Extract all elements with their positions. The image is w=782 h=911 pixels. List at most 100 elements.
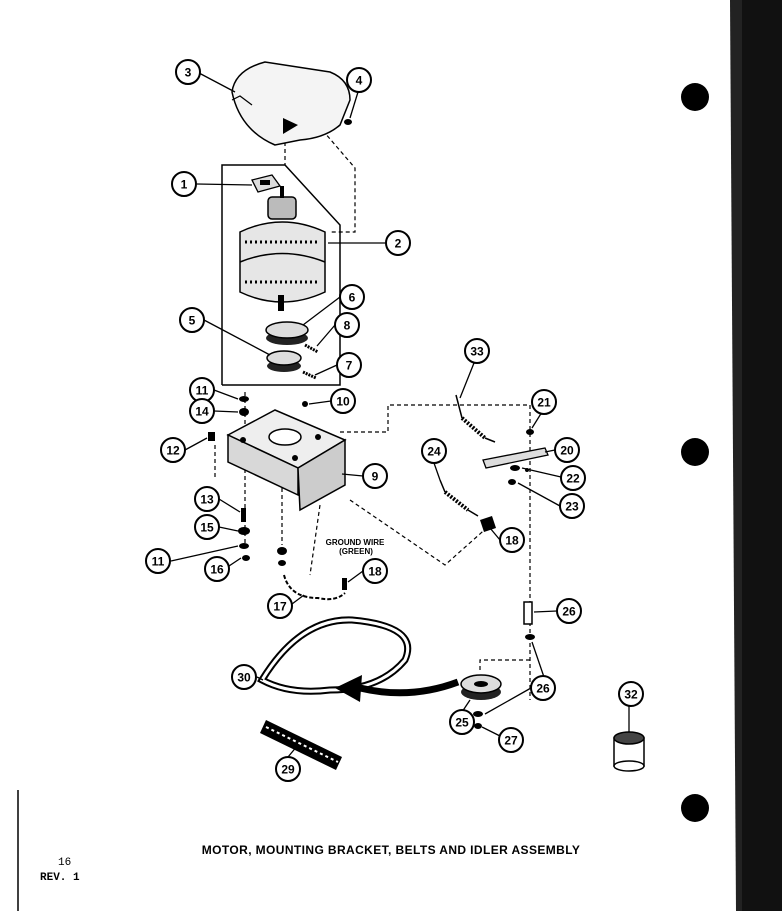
- motor-group-outline: [221, 164, 341, 386]
- motor-cover-part: [231, 61, 351, 146]
- callout-22: 22: [560, 465, 586, 491]
- callout-1: 1: [171, 171, 197, 197]
- pulley-key-part: [304, 343, 319, 354]
- dashed-leaders: [214, 124, 531, 700]
- revision-label: REV. 1: [40, 872, 80, 884]
- ground-wire-part: [283, 574, 346, 601]
- callout-17: 17: [267, 593, 293, 619]
- callout-7: 7: [336, 352, 362, 378]
- callout-6: 6: [339, 284, 365, 310]
- callout-26-lower: 26: [530, 675, 556, 701]
- svg-text:26: 26: [562, 605, 576, 619]
- callout-15: 15: [194, 514, 220, 540]
- svg-text:18: 18: [368, 565, 382, 579]
- svg-text:23: 23: [565, 500, 579, 514]
- idler-washer-part: [525, 634, 535, 640]
- svg-text:15: 15: [200, 521, 214, 535]
- drive-belt-part: [257, 616, 412, 695]
- svg-text:30: 30: [237, 671, 251, 685]
- callout-16: 16: [204, 556, 230, 582]
- callout-20: 20: [554, 437, 580, 463]
- svg-text:25: 25: [455, 716, 469, 730]
- ground-screw-part: [342, 578, 347, 590]
- callout-13: 13: [194, 486, 220, 512]
- idler-pulley-part: [460, 674, 502, 700]
- ground-wire-label: GROUND WIRE: [326, 538, 385, 547]
- callout-30: 30: [231, 664, 257, 690]
- callout-10: 10: [330, 388, 356, 414]
- callout-14: 14: [189, 398, 215, 424]
- svg-text:13: 13: [200, 493, 214, 507]
- callout-4: 4: [346, 67, 372, 93]
- svg-text:29: 29: [281, 763, 295, 777]
- svg-text:17: 17: [273, 600, 287, 614]
- mounting-bracket-part: [226, 409, 347, 512]
- callout-25: 25: [449, 709, 475, 735]
- svg-text:10: 10: [336, 395, 350, 409]
- motor-pulley-large-part: [265, 321, 309, 345]
- svg-text:7: 7: [346, 359, 353, 373]
- set-screw-part: [302, 370, 317, 380]
- svg-text:9: 9: [372, 470, 379, 484]
- svg-text:14: 14: [195, 405, 209, 419]
- callout-9: 9: [362, 463, 388, 489]
- callout-5: 5: [179, 307, 205, 333]
- idler-shaft-part: [523, 601, 533, 625]
- punch-hole-middle: [681, 438, 709, 466]
- toothed-belt-part: [260, 720, 342, 770]
- callout-33: 33: [464, 338, 490, 364]
- idler-arm-part: [482, 429, 549, 485]
- callout-leaders: [170, 72, 630, 758]
- idler-lower-washer-part: [473, 711, 483, 717]
- svg-text:16: 16: [210, 563, 224, 577]
- callout-24: 24: [421, 438, 447, 464]
- callout-2: 2: [385, 230, 411, 256]
- svg-text:22: 22: [566, 472, 580, 486]
- svg-text:3: 3: [185, 66, 192, 80]
- idler-retainer-part: [474, 723, 482, 729]
- punch-hole-bottom: [681, 794, 709, 822]
- punch-hole-top: [681, 83, 709, 111]
- ground-wire-color-label: (GREEN): [339, 547, 373, 556]
- capacitor-part: [613, 712, 645, 772]
- callout-11-lower: 11: [145, 548, 171, 574]
- svg-text:11: 11: [196, 384, 209, 398]
- svg-text:1: 1: [181, 178, 188, 192]
- svg-text:27: 27: [504, 734, 518, 748]
- hardware-parts: [208, 396, 308, 566]
- svg-text:11: 11: [152, 555, 165, 569]
- svg-text:18: 18: [505, 534, 519, 548]
- svg-text:21: 21: [537, 396, 551, 410]
- callout-3: 3: [175, 59, 201, 85]
- motor-part: [239, 186, 326, 311]
- svg-text:12: 12: [166, 444, 180, 458]
- callout-32: 32: [618, 681, 644, 707]
- svg-text:24: 24: [427, 445, 441, 459]
- callout-29: 29: [275, 756, 301, 782]
- callout-21: 21: [531, 389, 557, 415]
- connector-block-part: [251, 174, 282, 193]
- callout-23: 23: [559, 493, 585, 519]
- page-edge-shadow: [730, 0, 742, 911]
- screw-part: [344, 119, 352, 125]
- svg-text:6: 6: [349, 291, 356, 305]
- callout-18-idler: 18: [499, 527, 525, 553]
- callout-18-ground: 18: [362, 558, 388, 584]
- svg-text:26: 26: [536, 682, 550, 696]
- callout-8: 8: [334, 312, 360, 338]
- assembly-arrow: [335, 675, 460, 702]
- callout-27: 27: [498, 727, 524, 753]
- motor-pulley-small-part: [266, 350, 302, 372]
- callout-26-upper: 26: [556, 598, 582, 624]
- page-number: 16: [58, 857, 72, 869]
- callout-12: 12: [160, 437, 186, 463]
- page-edge-strip: [742, 0, 782, 911]
- svg-text:32: 32: [624, 688, 638, 702]
- svg-text:33: 33: [470, 345, 484, 359]
- svg-text:5: 5: [189, 314, 196, 328]
- idler-clip-part: [480, 516, 496, 532]
- svg-text:8: 8: [344, 319, 351, 333]
- svg-text:4: 4: [356, 74, 363, 88]
